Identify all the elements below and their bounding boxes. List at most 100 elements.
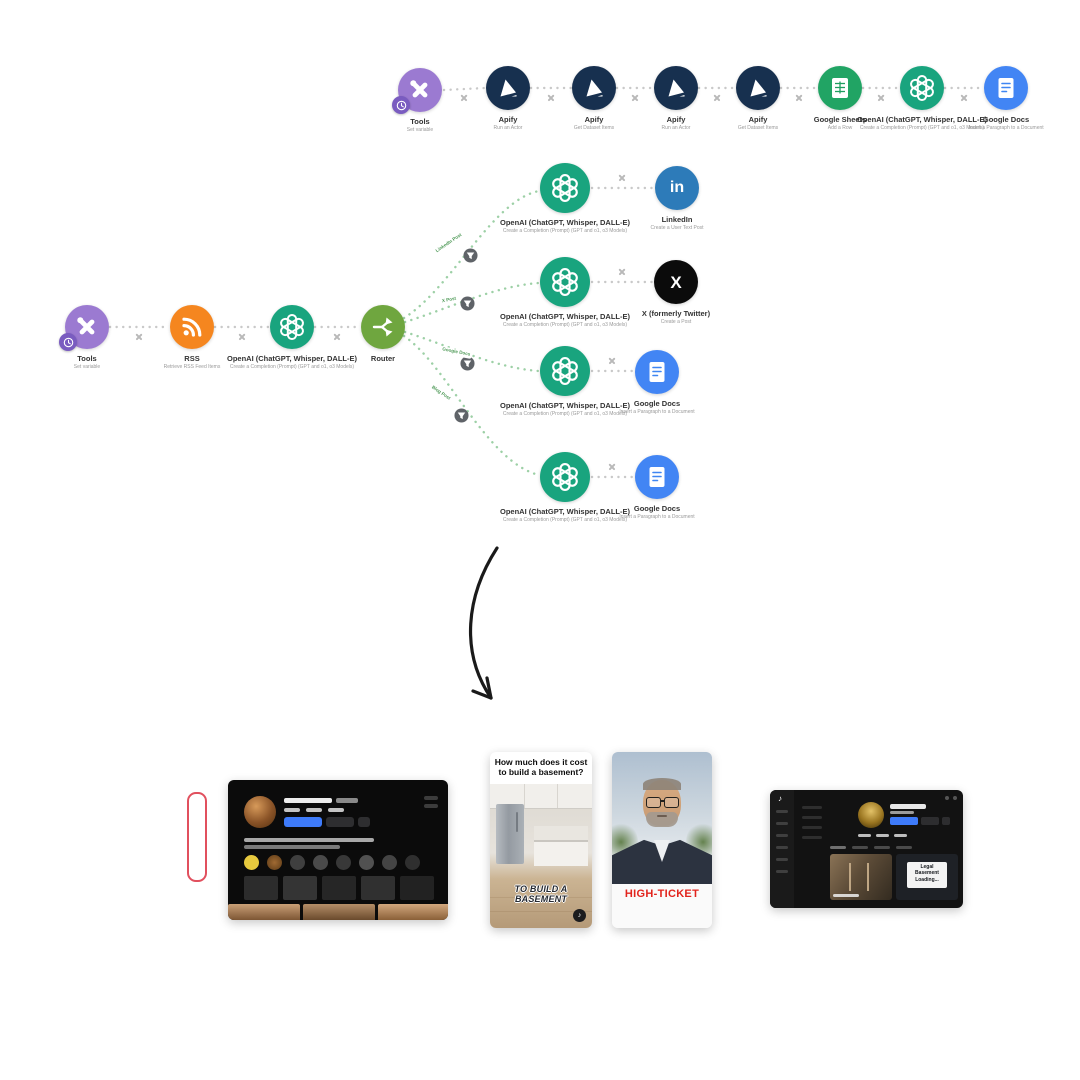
node-sublabel: Insert a Paragraph to a Document (619, 514, 695, 520)
video-thumb (244, 876, 278, 900)
tab (830, 846, 846, 849)
node-sublabel: Create a Completion (Prompt) (GPT and o1… (229, 364, 355, 370)
node-sublabel: Run an Actor (493, 125, 523, 131)
x-icon[interactable]: X (654, 260, 698, 304)
route-filter-icon[interactable] (463, 248, 478, 263)
node-openai-branch-2[interactable]: OpenAI (ChatGPT, Whisper, DALL-E) Create… (490, 257, 640, 328)
google-docs-icon[interactable] (635, 350, 679, 394)
sidebar-icon (776, 822, 788, 825)
rss-icon[interactable] (170, 305, 214, 349)
node-sublabel: Set variable (406, 127, 434, 133)
node-openai-branch-3[interactable]: OpenAI (ChatGPT, Whisper, DALL-E) Create… (490, 346, 640, 417)
video-thumb-loading: Legal Basement Loading... (896, 854, 958, 900)
openai-icon[interactable] (540, 163, 590, 213)
node-x-twitter[interactable]: X X (formerly Twitter) Create a Post (601, 260, 751, 325)
message-button (326, 817, 354, 827)
google-docs-icon[interactable] (635, 455, 679, 499)
route-filter-icon[interactable] (454, 408, 469, 423)
face-thumb (303, 904, 375, 920)
video-thumb-construction (830, 854, 892, 900)
google-docs-icon[interactable] (984, 66, 1028, 110)
video-caption: TO BUILD A BASEMENT (514, 884, 568, 904)
node-apify-3[interactable]: Apify Run an Actor (601, 66, 751, 131)
openai-icon[interactable] (540, 452, 590, 502)
apify-icon[interactable] (654, 66, 698, 110)
node-linkedin[interactable]: in LinkedIn Create a User Text Post (602, 166, 752, 231)
hair (643, 778, 681, 790)
node-tools-main[interactable]: Tools Set variable (12, 305, 162, 370)
node-google-docs-top[interactable]: Google Docs Insert a Paragraph to a Docu… (931, 66, 1080, 131)
red-bracket (187, 792, 207, 882)
node-sublabel: Create a Post (660, 319, 692, 325)
handle-text (336, 798, 358, 803)
story-thumb (359, 855, 374, 870)
node-openai-branch-1[interactable]: OpenAI (ChatGPT, Whisper, DALL-E) Create… (490, 163, 640, 234)
node-sublabel: Create a Completion (Prompt) (GPT and o1… (502, 322, 628, 328)
more-button (358, 817, 370, 827)
clock-badge-icon (59, 333, 77, 351)
node-google-sheets[interactable]: Google Sheets Add a Row (765, 66, 915, 131)
faces-strip (228, 904, 448, 920)
story-thumb (382, 855, 397, 870)
node-label: OpenAI (ChatGPT, Whisper, DALL-E) (499, 312, 630, 321)
kitchen-photo: TO BUILD A BASEMENT ♪ (490, 784, 592, 928)
node-label: Apify (666, 115, 686, 124)
glasses (646, 797, 679, 808)
stat-following (306, 808, 322, 812)
apify-icon[interactable] (486, 66, 530, 110)
node-router[interactable]: Router (308, 305, 458, 364)
route-label: LinkedIn Post (432, 231, 466, 256)
sidebar: ♪ (770, 790, 794, 908)
story-thumb (244, 855, 259, 870)
video-thumb (400, 876, 434, 900)
node-apify-1[interactable]: Apify Run an Actor (433, 66, 583, 131)
route-filter-icon[interactable] (460, 296, 475, 311)
node-google-docs-branch-4[interactable]: Google Docs Insert a Paragraph to a Docu… (582, 455, 732, 520)
node-openai-branch-4[interactable]: OpenAI (ChatGPT, Whisper, DALL-E) Create… (490, 452, 640, 523)
node-apify-4[interactable]: Apify Get Dataset Items (683, 66, 833, 131)
openai-icon[interactable] (540, 346, 590, 396)
screenshot-phone-basement-video: How much does it cost to build a basemen… (490, 752, 592, 928)
node-sublabel: Create a User Text Post (650, 225, 704, 231)
apify-icon[interactable] (736, 66, 780, 110)
node-apify-2[interactable]: Apify Get Dataset Items (519, 66, 669, 131)
video-caption: HIGH-TICKET (624, 888, 700, 900)
node-sublabel: Create a Completion (Prompt) (GPT and o1… (502, 411, 628, 417)
handle-text (890, 811, 914, 814)
node-label: Google Docs (982, 115, 1030, 124)
tab (896, 846, 912, 849)
lower-cabinets (534, 842, 588, 866)
username-text (284, 798, 332, 803)
face-thumb (378, 904, 448, 920)
node-label: Tools (410, 117, 430, 126)
nav-item (802, 836, 822, 839)
node-rss[interactable]: RSS Retrieve RSS Feed Items (117, 305, 267, 370)
node-sublabel: Run an Actor (661, 125, 691, 131)
nav-item (802, 806, 822, 809)
linkedin-icon[interactable]: in (655, 166, 699, 210)
mouth (657, 815, 667, 817)
screenshot-phone-highticket-video: HIGH-TICKET (612, 752, 712, 928)
google-sheets-icon[interactable] (818, 66, 862, 110)
node-label: Google Docs (633, 399, 681, 408)
openai-icon[interactable] (900, 66, 944, 110)
route-label: Blog Post (428, 383, 454, 404)
apify-icon[interactable] (572, 66, 616, 110)
openai-icon[interactable] (270, 305, 314, 349)
route-filter-icon[interactable] (460, 356, 475, 371)
screenshot-profile-dashboard-left (228, 780, 448, 920)
tab (852, 846, 868, 849)
openai-icon[interactable] (540, 257, 590, 307)
node-openai-top[interactable]: OpenAI (ChatGPT, Whisper, DALL-E) Create… (847, 66, 997, 131)
node-tools-top[interactable]: Tools Set variable (345, 68, 495, 133)
tools-icon[interactable] (392, 68, 442, 114)
tools-icon[interactable] (59, 305, 109, 351)
follow-button (284, 817, 322, 827)
node-label: OpenAI (ChatGPT, Whisper, DALL-E) (499, 218, 630, 227)
node-google-docs-branch-3[interactable]: Google Docs Insert a Paragraph to a Docu… (582, 350, 732, 415)
router-icon[interactable] (361, 305, 405, 349)
stat-followers (284, 808, 300, 812)
node-label: RSS (184, 354, 200, 363)
node-openai-main[interactable]: OpenAI (ChatGPT, Whisper, DALL-E) Create… (217, 305, 367, 370)
follow-button (890, 817, 918, 825)
